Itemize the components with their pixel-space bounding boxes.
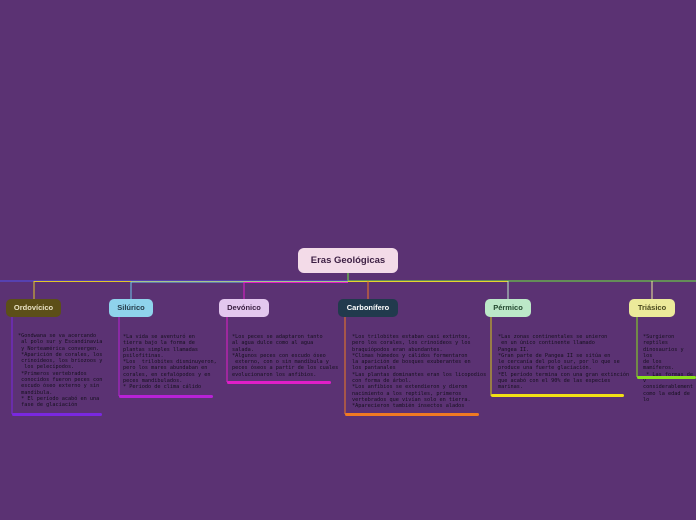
era-underline-ordovicico: [12, 413, 102, 416]
era-note-triasico: *Surgieron reptiles dinosaurios y los de…: [643, 334, 693, 403]
era-note-permico: *Las zonas continentales se unieron en u…: [498, 334, 630, 391]
era-node-triasico[interactable]: Triásico: [629, 299, 675, 317]
era-node-permico[interactable]: Pérmico: [485, 299, 531, 317]
era-note-devonico: *Los peces se adaptaron tanto al agua du…: [232, 334, 339, 378]
era-node-devonico[interactable]: Devónico: [219, 299, 269, 317]
era-note-ordovicico: *Gondwana se va acercando al polo sur y …: [18, 333, 103, 409]
era-underline-devonico: [227, 381, 331, 384]
era-underline-permico: [491, 394, 624, 397]
era-underline-triasico: [637, 376, 696, 379]
era-node-carbonifero[interactable]: Carbonífero: [338, 299, 398, 317]
era-note-silurico: *La vida se aventuró en tierra bajo la f…: [123, 334, 217, 391]
era-underline-carbonifero: [345, 413, 479, 416]
era-node-ordovicico[interactable]: Ordovícico: [6, 299, 61, 317]
era-node-silurico[interactable]: Silúrico: [109, 299, 153, 317]
era-note-carbonifero: *Los trilobites estaban casi extintos, p…: [352, 334, 487, 410]
era-underline-silurico: [119, 395, 213, 398]
root-node[interactable]: Eras Geológicas: [298, 248, 398, 273]
